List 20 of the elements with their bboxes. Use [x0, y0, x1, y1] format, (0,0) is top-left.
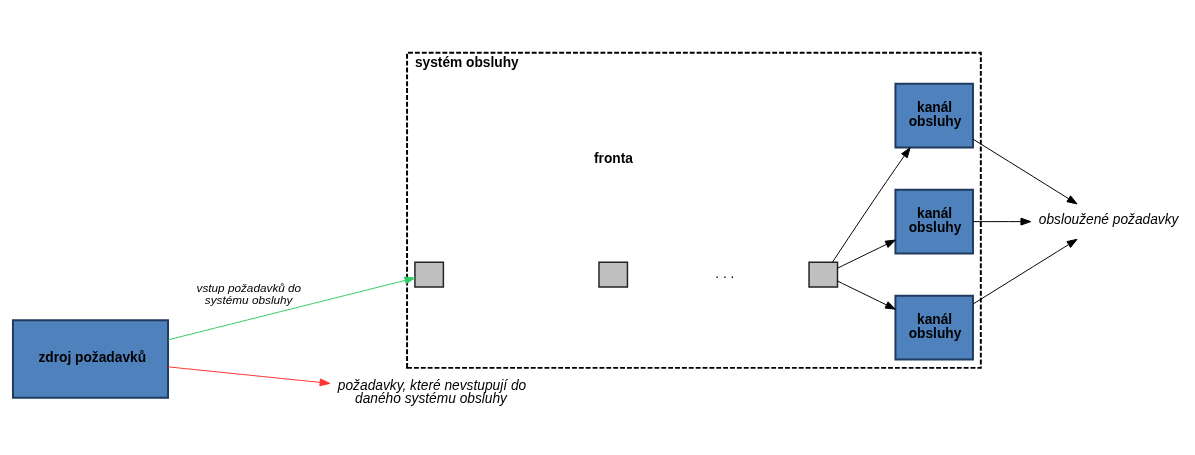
arrow: [972, 138, 1078, 204]
node-box: kanál obsluhy: [894, 294, 974, 361]
arrow: [167, 276, 416, 340]
arrow: [972, 238, 1078, 305]
node-box: [808, 261, 839, 288]
node-box: [414, 261, 445, 288]
arrow: [837, 239, 896, 269]
node-box: zdroj požadavků: [11, 318, 169, 399]
label: fronta: [594, 150, 633, 166]
node-text: požadavky, které nevstupují do daného systému obsluhy: [337, 377, 527, 406]
node-box: kanál obsluhy: [894, 188, 974, 254]
arrow: [837, 280, 896, 310]
arrow: [972, 217, 1032, 226]
label: . . .: [715, 265, 735, 281]
node-box: kanál obsluhy: [894, 82, 974, 148]
node-text: obsloužené požadavky: [1038, 211, 1179, 227]
edge-label: vstup požadavků do systému obsluhy: [196, 280, 302, 306]
arrow: [832, 146, 911, 263]
node-box: [598, 261, 629, 288]
arrow: [167, 365, 331, 386]
